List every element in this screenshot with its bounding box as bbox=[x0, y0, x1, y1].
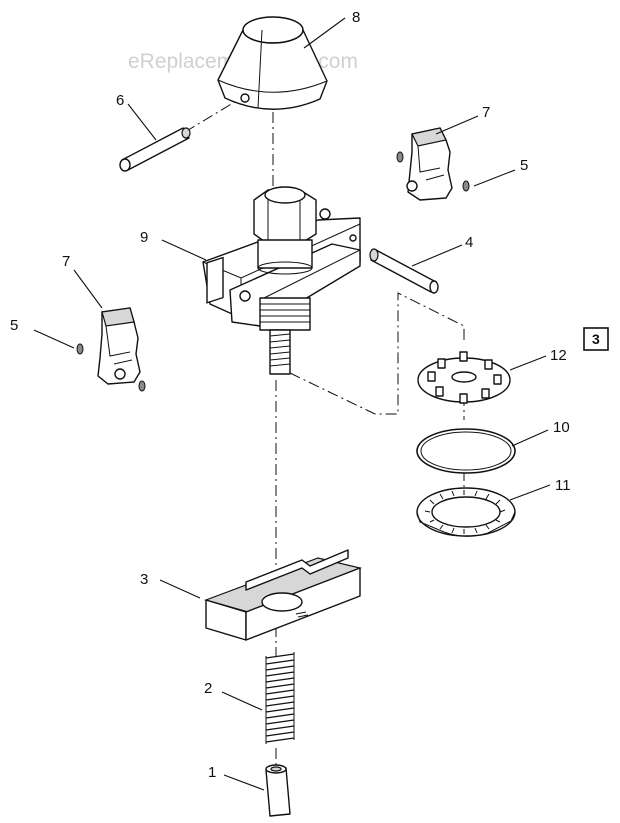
callout-3: 3 bbox=[140, 571, 148, 588]
part-10-o-ring bbox=[416, 428, 516, 474]
callout-11: 11 bbox=[555, 477, 571, 494]
part-11-bearing bbox=[416, 487, 516, 537]
part-9-body-assembly bbox=[202, 186, 361, 375]
part-7-pawl-left bbox=[76, 307, 146, 392]
callout-1: 1 bbox=[208, 764, 216, 781]
callout-8: 8 bbox=[352, 9, 360, 26]
callout-10: 10 bbox=[553, 419, 570, 436]
centerline-pin-6 bbox=[184, 99, 239, 133]
callout-labels: 8 6 7 5 9 4 7 5 12 10 11 3 2 1 bbox=[10, 9, 571, 781]
callout-4: 4 bbox=[465, 234, 473, 251]
boxed-reference-label: 3 bbox=[592, 331, 600, 347]
callout-5-right: 5 bbox=[520, 157, 528, 174]
part-6-pin bbox=[119, 127, 191, 172]
part-7-pawl-upper bbox=[396, 127, 470, 201]
part-12-plate bbox=[417, 351, 511, 404]
callout-12: 12 bbox=[550, 347, 567, 364]
callout-7-left: 7 bbox=[62, 253, 70, 270]
callout-5-left: 5 bbox=[10, 317, 18, 334]
leader-lines bbox=[33, 17, 551, 791]
part-2-spring bbox=[265, 652, 295, 744]
part-4-pin bbox=[369, 248, 439, 294]
callout-9: 9 bbox=[140, 229, 148, 246]
callout-6: 6 bbox=[116, 92, 124, 109]
part-3-channel bbox=[204, 549, 362, 641]
boxed-reference-3: 3 bbox=[583, 327, 609, 351]
part-1-nut bbox=[265, 764, 291, 817]
callout-2: 2 bbox=[204, 680, 212, 697]
part-8-cone bbox=[217, 16, 328, 110]
callout-7-upper: 7 bbox=[482, 104, 490, 121]
centerline-plate bbox=[289, 292, 465, 415]
